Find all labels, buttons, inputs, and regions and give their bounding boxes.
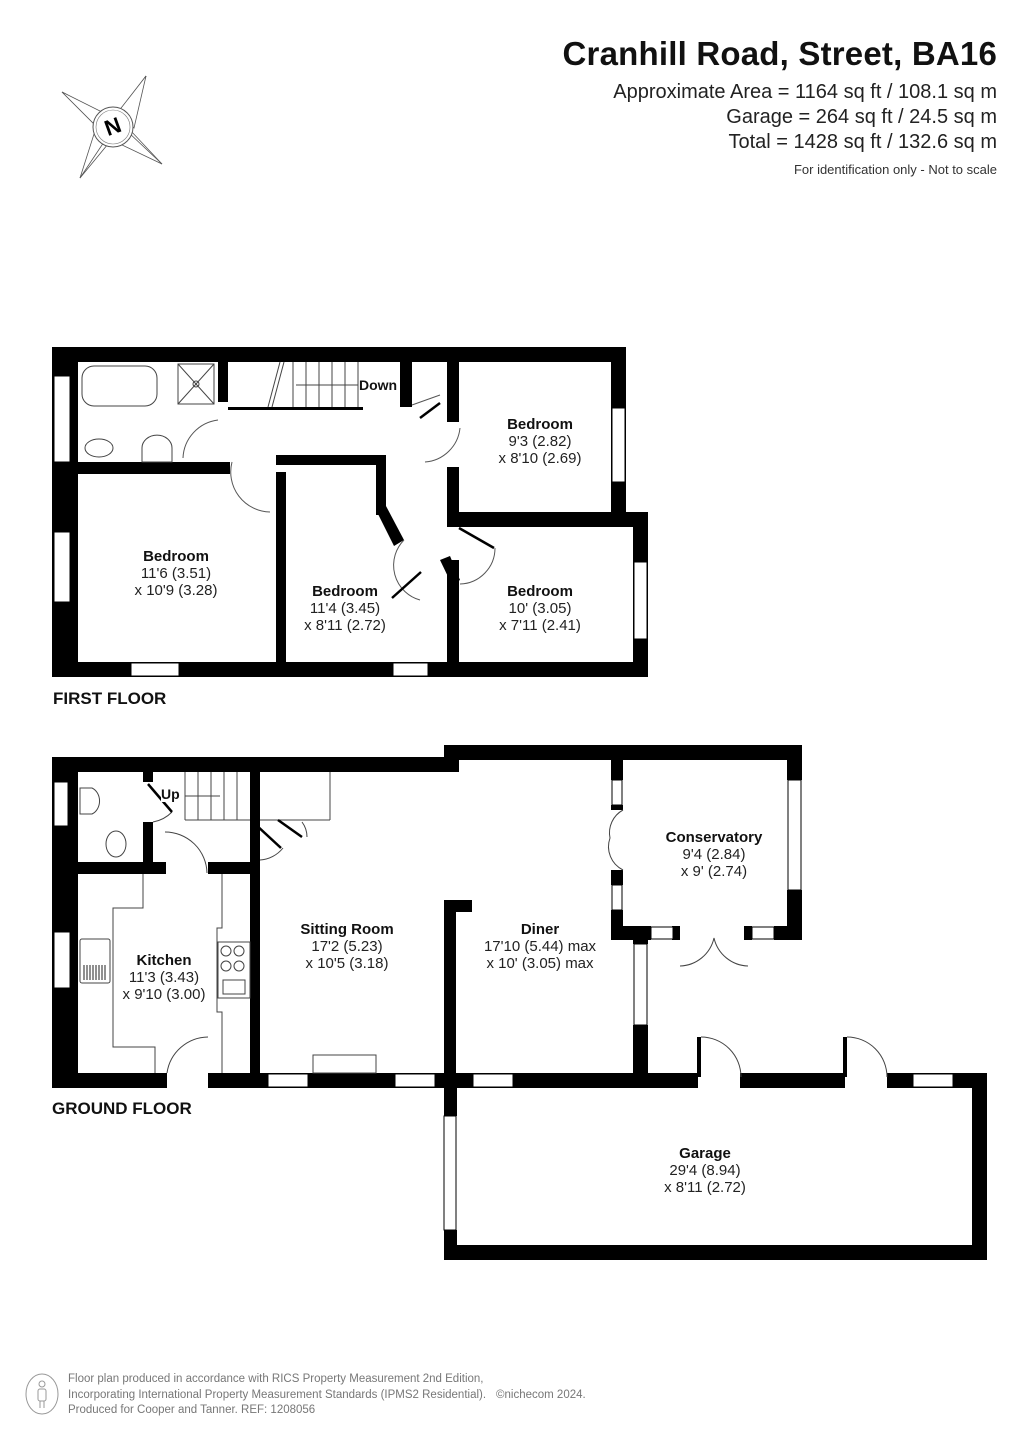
ground-floor-label: GROUND FLOOR [52,1099,192,1118]
room-dimension-1: 9'3 (2.82) [508,433,572,450]
room-name: Bedroom [507,583,573,600]
footer-text: Floor plan produced in accordance with R… [68,1372,586,1419]
room-name: Bedroom [312,583,378,600]
room-dimension-2: x 8'11 (2.72) [304,617,386,634]
disclaimer: For identification only - Not to scale [793,162,997,177]
room-name: Garage [679,1145,731,1162]
room-conservatory: Conservatory 9'4 (2.84) x 9' (2.74) [666,829,763,880]
ground-floor-plan [52,745,987,1260]
room-sitting-room: Sitting Room 17'2 (5.23) x 10'5 (3.18) [300,921,393,972]
room-dimension-1: 11'6 (3.51) [140,565,212,582]
room-diner: Diner 17'10 (5.44) max x 10' (3.05) max [484,921,596,972]
room-dimension-1: 11'4 (3.45) [309,600,381,617]
room-dimension-2: x 7'11 (2.41) [499,617,581,634]
room-bedroom-2: Bedroom 11'4 (3.45) x 8'11 (2.72) [304,583,386,634]
room-garage: Garage 29'4 (8.94) x 8'11 (2.72) [664,1145,746,1196]
compass-north-icon: N [61,75,163,179]
stairs-down-label: Down [359,377,398,393]
footer-line-1: Floor plan produced in accordance with R… [68,1373,484,1385]
room-dimension-1: 10' (3.05) [508,600,572,617]
room-name: Conservatory [665,829,763,846]
room-dimension-1: 29'4 (8.94) [669,1162,741,1179]
room-dimension-2: x 10'5 (3.18) [305,955,389,972]
room-bedroom-1: Bedroom 11'6 (3.51) x 10'9 (3.28) [135,548,218,599]
room-bedroom-4: Bedroom 9'3 (2.82) x 8'10 (2.69) [499,416,582,467]
first-floor-plan [52,347,648,677]
total-area: Total = 1428 sq ft / 132.6 sq m [728,131,998,153]
property-title: Cranhill Road, Street, BA16 [562,35,997,72]
room-dimension-1: 9'4 (2.84) [682,846,746,863]
room-dimension-2: x 9' (2.74) [680,863,748,880]
garage-area: Garage = 264 sq ft / 24.5 sq m [726,106,997,128]
room-dimension-2: x 10' (3.05) max [486,955,594,972]
footer-line-2: Incorporating International Property Mea… [68,1388,487,1401]
first-floor-label: FIRST FLOOR [53,689,167,708]
header: Cranhill Road, Street, BA16 Approximate … [563,34,998,179]
room-name: Bedroom [507,416,573,433]
room-name: Bedroom [143,548,209,565]
room-name: Diner [520,921,560,938]
room-name: Sitting Room [300,921,394,938]
room-name: Kitchen [136,952,192,969]
footer-line-3: Produced for Cooper and Tanner. REF: 120… [68,1404,316,1416]
room-dimension-2: x 9'10 (3.00) [122,986,206,1003]
footer: Floor plan produced in accordance with R… [24,1372,586,1419]
room-kitchen: Kitchen 11'3 (3.43) x 9'10 (3.00) [123,952,206,1003]
copyright: ©nichecom 2024. [496,1388,586,1401]
room-dimension-2: x 8'10 (2.69) [498,450,582,467]
person-info-icon [25,1373,59,1415]
room-dimension-2: x 10'9 (3.28) [134,582,218,599]
room-dimension-1: 17'2 (5.23) [311,938,383,955]
room-dimension-2: x 8'11 (2.72) [664,1179,746,1196]
room-bedroom-3: Bedroom 10' (3.05) x 7'11 (2.41) [499,583,581,634]
approximate-area: Approximate Area = 1164 sq ft / 108.1 sq… [613,81,997,103]
stairs-up-label: Up [161,786,180,802]
room-dimension-1: 17'10 (5.44) max [483,938,597,955]
room-dimension-1: 11'3 (3.43) [128,969,200,986]
